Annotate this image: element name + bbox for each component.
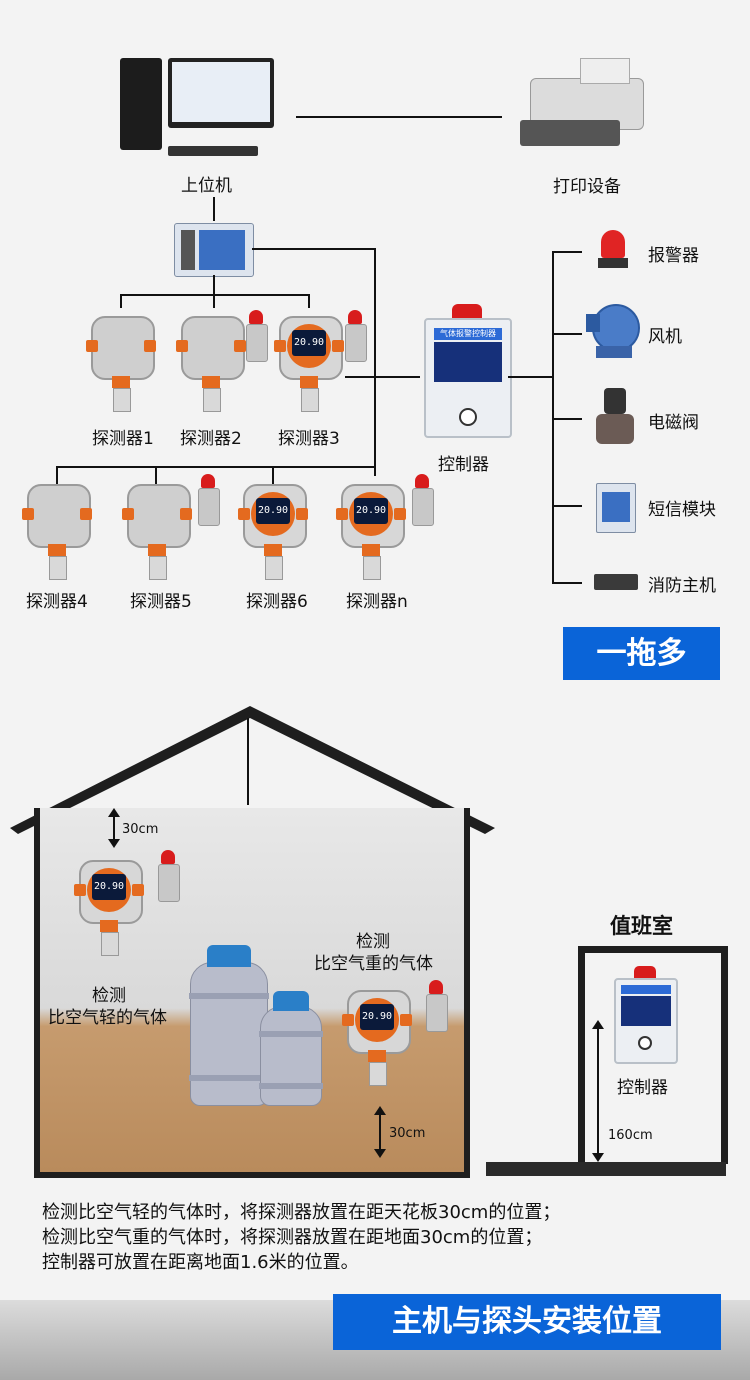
detector-5-alarm-icon	[198, 474, 220, 526]
detector-4-label: 探测器4	[26, 592, 88, 612]
one-to-many-badge: 一拖多	[563, 627, 720, 680]
note-2: 检测比空气重的气体时，将探测器放置在距地面30cm的位置；	[42, 1227, 543, 1248]
detector-4-icon	[22, 484, 92, 580]
keyboard-icon	[168, 146, 258, 156]
light-gas-text-1: 检测	[92, 986, 126, 1006]
detector-1-icon	[86, 316, 156, 412]
house-roof	[10, 706, 495, 834]
alarm-light-icon	[598, 230, 628, 270]
light-gas-alarm-icon	[158, 850, 180, 902]
computer-tower-icon	[120, 58, 162, 150]
detector-6-icon: 20.90	[238, 484, 308, 580]
floor-distance: 30cm	[389, 1126, 426, 1141]
host-converter-link	[213, 197, 215, 221]
solenoid-valve-icon	[592, 388, 638, 450]
fire-host-icon	[594, 574, 638, 590]
monitor-icon	[168, 58, 274, 128]
detector-2-label: 探测器2	[180, 429, 242, 449]
output-valve-label: 电磁阀	[648, 413, 699, 433]
controller-height: 160cm	[608, 1128, 653, 1143]
controller-beacon-icon	[452, 304, 482, 318]
sms-module-icon	[596, 483, 636, 533]
converter-trunk	[252, 248, 376, 250]
note-3: 控制器可放置在距离地面1.6米的位置。	[42, 1252, 359, 1273]
row1-bus	[120, 294, 310, 296]
duty-controller-label: 控制器	[617, 1078, 668, 1098]
detector-1-label: 探测器1	[92, 429, 154, 449]
heavy-gas-text-2: 比空气重的气体	[314, 954, 433, 974]
duty-controller-icon	[614, 978, 678, 1064]
output-sms-label: 短信模块	[648, 500, 716, 520]
detector-2-icon	[176, 316, 246, 412]
detector-5-label: 探测器5	[130, 592, 192, 612]
detector-2-alarm-icon	[246, 310, 268, 362]
ceiling-distance-arrow	[108, 808, 120, 848]
detector-3-label: 探测器3	[278, 429, 340, 449]
controller-label: 控制器	[438, 455, 489, 475]
light-gas-detector-icon: 20.90	[74, 860, 144, 956]
controller-height-arrow	[592, 1020, 604, 1162]
duty-room-floor	[486, 1162, 726, 1176]
controller-icon: 气体报警控制器	[424, 318, 512, 438]
controller-output-link	[508, 376, 554, 378]
ceiling-distance: 30cm	[122, 822, 159, 837]
converter-module-icon	[174, 223, 254, 277]
heavy-gas-detector-icon: 20.90	[342, 990, 412, 1086]
host-label: 上位机	[181, 176, 232, 196]
output-fan-label: 风机	[648, 327, 682, 347]
fan-icon	[586, 300, 640, 360]
heavy-gas-alarm-icon	[426, 980, 448, 1032]
row1-to-bus	[345, 376, 375, 378]
main-vertical-bus	[374, 248, 376, 476]
detector-n-icon: 20.90	[336, 484, 406, 580]
detector-5-icon	[122, 484, 192, 580]
printer-label: 打印设备	[553, 177, 621, 197]
detector-6-label: 探测器6	[246, 592, 308, 612]
heavy-gas-text-1: 检测	[356, 932, 390, 952]
detector-3-alarm-icon	[345, 310, 367, 362]
gas-cylinder-small-icon	[259, 991, 323, 1106]
duty-controller-beacon-icon	[634, 966, 656, 978]
detector-n-alarm-icon	[412, 474, 434, 526]
detector-n-label: 探测器n	[346, 592, 408, 612]
floor-distance-arrow	[374, 1106, 386, 1158]
printer-icon	[520, 58, 645, 153]
detector-3-icon: 20.90	[274, 316, 344, 412]
output-fire-host-label: 消防主机	[648, 576, 716, 596]
output-alarm-label: 报警器	[648, 246, 699, 266]
host-printer-link	[296, 116, 502, 118]
footer-badge: 主机与探头安装位置	[333, 1294, 721, 1350]
converter-bus-vertical	[213, 275, 215, 295]
duty-room-title: 值班室	[610, 914, 673, 938]
note-1: 检测比空气轻的气体时，将探测器放置在距天花板30cm的位置；	[42, 1202, 561, 1223]
row2-bus	[56, 466, 376, 468]
duty-room-wall	[578, 946, 728, 1164]
light-gas-text-2: 比空气轻的气体	[48, 1008, 167, 1028]
output-bus	[552, 251, 554, 584]
bus-to-controller	[374, 376, 420, 378]
gas-cylinder-large-icon	[189, 945, 269, 1106]
